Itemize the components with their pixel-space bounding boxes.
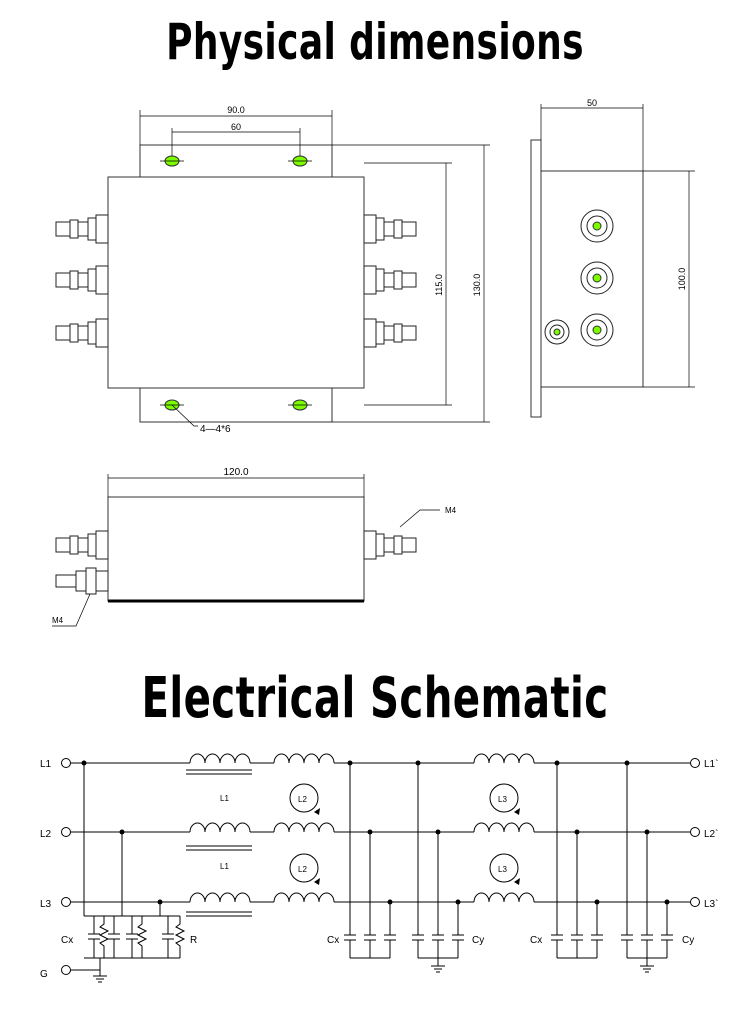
- input-label-g: G: [40, 969, 48, 980]
- output-label-l2: L2`: [704, 828, 718, 840]
- left-terminals: [55, 214, 109, 348]
- input-label-l3: L3: [40, 899, 52, 910]
- input-label-l1: L1: [40, 759, 52, 770]
- inductor-label-l2-a: L2: [298, 795, 307, 804]
- label-cy-output: Cy: [682, 935, 694, 946]
- middle-network: [344, 760, 464, 973]
- side-view: 50 100.0: [530, 98, 695, 418]
- side-flange: [530, 139, 542, 418]
- input-label-l2: L2: [40, 829, 52, 840]
- inductor-label-l1-mid: L1: [220, 862, 229, 871]
- inductor-label-l1-top: L1: [220, 794, 229, 803]
- label-cx-input: Cx: [61, 935, 73, 946]
- dim-top-width: 90.0: [227, 105, 245, 115]
- dim-height-outer: 130.0: [472, 274, 482, 297]
- dim-side-depth: 50: [587, 98, 597, 108]
- inductor-label-l3-b: L3: [498, 865, 507, 874]
- physical-dimensions-title: Physical dimensions: [166, 13, 584, 71]
- inductor-label-l2-b: L2: [298, 865, 307, 874]
- label-cx-middle: Cx: [327, 935, 339, 946]
- bottom-view: 120.0 M4 M4: [52, 467, 457, 627]
- output-label-l3: L3`: [704, 898, 718, 910]
- output-network: [551, 760, 673, 973]
- inductor-coils: [186, 753, 535, 917]
- schematic: L1 L2 L3 G L1` L2` L3`: [40, 753, 718, 983]
- side-terminal-nuts: [544, 209, 614, 347]
- filter-body-side: [540, 170, 644, 388]
- input-network: [81, 760, 186, 983]
- label-r: R: [190, 935, 197, 946]
- electrical-schematic-title: Electrical Schematic: [141, 666, 609, 731]
- filter-body-front: [107, 176, 365, 389]
- right-terminals: [363, 214, 417, 348]
- dim-holes: 4—4*6: [200, 424, 231, 435]
- dim-height-inner: 115.0: [434, 274, 444, 296]
- front-view: 90.0 60 115.0 130.0 4—4*6: [55, 105, 490, 435]
- output-label-l1: L1`: [704, 758, 718, 770]
- mounting-holes: [160, 155, 312, 411]
- label-cx-output: Cx: [530, 935, 542, 946]
- label-m4-right: M4: [445, 506, 457, 515]
- dim-length: 120.0: [223, 467, 248, 478]
- ground-stud: [55, 567, 109, 595]
- coupling-loops: [289, 783, 520, 885]
- dim-hole-spacing: 60: [231, 122, 241, 132]
- inductor-label-l3-a: L3: [498, 795, 507, 804]
- label-cy-middle: Cy: [472, 935, 484, 946]
- filter-body-bottom: [107, 496, 365, 602]
- dim-side-height: 100.0: [677, 268, 687, 291]
- label-m4-left: M4: [52, 616, 64, 625]
